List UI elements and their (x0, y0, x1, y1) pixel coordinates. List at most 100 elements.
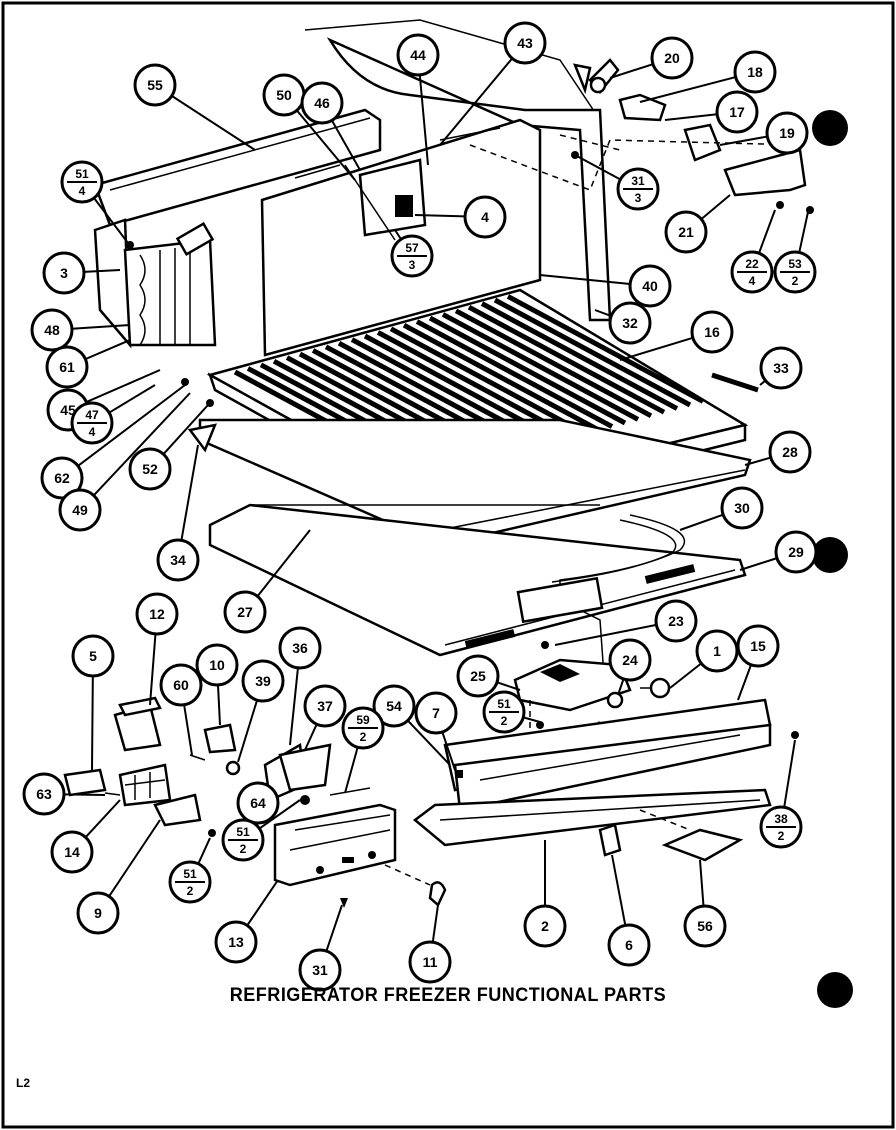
leader-line-c44 (418, 74, 429, 166)
callout-number: 9 (94, 905, 102, 921)
shelf-slot (480, 301, 679, 411)
leader-line-c27 (256, 529, 311, 597)
callout-number: 61 (59, 359, 75, 375)
leader-line-c30 (679, 513, 724, 531)
leader-line-c60 (183, 704, 193, 756)
callout-c17: 17 (715, 90, 759, 134)
leader-line-c40 (539, 274, 631, 286)
callout-number: 51 (236, 825, 250, 839)
leader-line-c48 (71, 324, 131, 330)
leader-line-c13 (246, 879, 279, 927)
callout-number: 14 (64, 844, 80, 860)
leader-line-c39 (237, 699, 259, 763)
callout-c57: 573 (390, 234, 434, 278)
callout-quantity: 4 (89, 425, 96, 439)
callout-c36: 36 (278, 626, 322, 670)
callout-c55: 55 (133, 63, 177, 107)
callout-c12: 12 (135, 592, 179, 636)
leader-line-c29 (739, 557, 778, 571)
callout-c13: 13 (214, 920, 258, 964)
callout-number: 30 (734, 500, 750, 516)
shelf-slot (441, 312, 640, 422)
callout-c46: 46 (300, 81, 344, 125)
callout-number: 20 (664, 50, 680, 66)
callout-number: 33 (773, 360, 789, 376)
callout-number: 7 (432, 705, 440, 721)
callout-c2: 2 (523, 904, 567, 948)
leader-line-c46 (330, 119, 361, 171)
callout-number: 49 (72, 502, 88, 518)
callout-number: 37 (317, 698, 333, 714)
leader-line-c28 (744, 456, 772, 466)
shelf-slot (454, 308, 653, 419)
callout-number: 10 (209, 657, 225, 673)
callout-c44: 44 (396, 33, 440, 77)
leader-line-c31b (325, 904, 343, 952)
leader-line-c15 (737, 664, 752, 701)
callout-number: 1 (713, 643, 721, 659)
leader-line-c38 (783, 739, 796, 808)
callout-number: 51 (75, 167, 89, 181)
callout-c39: 39 (241, 659, 285, 703)
leader-line-c43 (439, 57, 513, 146)
callout-c25: 25 (456, 654, 500, 698)
callout-number: 54 (386, 698, 402, 714)
callout-number: 28 (782, 444, 798, 460)
callout-quantity: 3 (635, 191, 642, 205)
callout-c24: 24 (608, 638, 652, 682)
callout-number: 59 (356, 713, 370, 727)
leader-line-c51b (523, 716, 541, 723)
callout-c7: 7 (414, 691, 458, 735)
callout-c22: 224 (730, 250, 774, 294)
registration-dot (817, 972, 853, 1008)
callout-number: 48 (44, 322, 60, 338)
callout-number: 24 (622, 652, 638, 668)
leader-line-c17 (664, 113, 718, 121)
leader-line-c20 (609, 63, 654, 79)
callout-number: 34 (170, 552, 186, 568)
callout-number: 2 (541, 918, 549, 934)
callout-c60: 60 (159, 663, 203, 707)
callout-number: 31 (312, 962, 328, 978)
callout-c20: 20 (650, 36, 694, 80)
leader-line-c21 (700, 194, 731, 220)
callout-c28: 28 (768, 430, 812, 474)
callout-number: 3 (60, 265, 68, 281)
callout-c53: 532 (773, 250, 817, 294)
callout-number: 27 (237, 604, 253, 620)
leader-line-c57 (394, 229, 402, 240)
registration-dot (812, 537, 848, 573)
shelf-slot (389, 326, 588, 437)
callout-number: 51 (497, 697, 511, 711)
callout-c51a: 514 (60, 160, 104, 204)
shelf-slot (402, 322, 601, 433)
callout-number: 64 (250, 795, 266, 811)
shelf-slot (493, 297, 692, 408)
callout-number: 21 (678, 224, 694, 240)
callout-c56: 56 (683, 904, 727, 948)
leader-line-c50 (296, 109, 356, 181)
callout-c18: 18 (733, 50, 777, 94)
callout-number: 6 (625, 937, 633, 953)
callout-number: 5 (89, 648, 97, 664)
callout-number: 63 (36, 786, 52, 802)
callout-c49: 49 (58, 488, 102, 532)
callout-c51c: 512 (221, 818, 265, 862)
callout-quantity: 2 (792, 274, 799, 288)
leader-line-c25 (496, 681, 521, 691)
leader-line-c63 (63, 793, 106, 796)
callout-c43: 43 (503, 21, 547, 65)
leader-line-c3 (83, 269, 121, 273)
leader-line-c22 (758, 209, 776, 254)
callout-number: 29 (788, 544, 804, 560)
callout-c48: 48 (30, 308, 74, 352)
callout-number: 11 (423, 954, 438, 970)
leader-line-c7 (441, 731, 456, 771)
callout-number: 51 (183, 867, 197, 881)
callout-number: 31 (631, 174, 645, 188)
callout-number: 36 (292, 640, 308, 656)
callout-number: 39 (255, 673, 271, 689)
shelf-slot (506, 294, 705, 404)
